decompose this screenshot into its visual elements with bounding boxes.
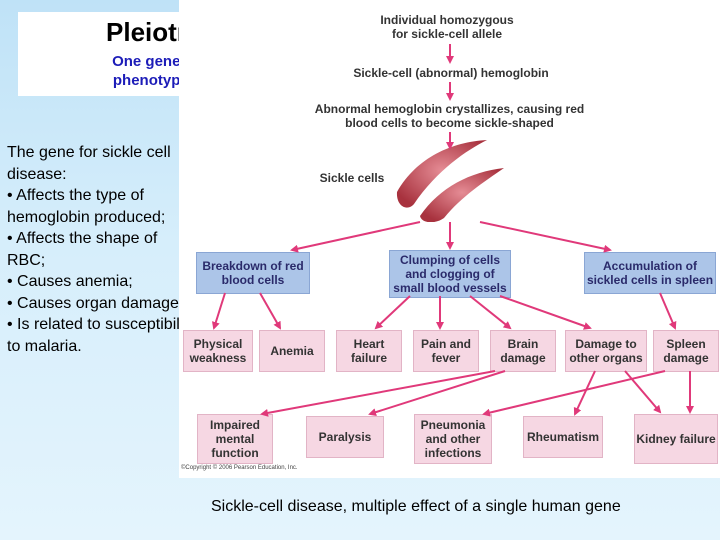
box-pneumonia: Pneumonia and other infections [414, 414, 492, 464]
bullet-organ-damage: • Causes organ damage; [7, 294, 184, 312]
box-breakdown-rbc: Breakdown of red blood cells [196, 252, 310, 294]
bullet-shape: • Affects the shape of RBC; [7, 230, 158, 269]
bullet-malaria: • Is related to susceptibility to malari… [7, 316, 196, 355]
step-crystallizes: Abnormal hemoglobin crystallizes, causin… [314, 102, 585, 130]
box-rheumatism: Rheumatism [523, 416, 603, 458]
box-anemia: Anemia [259, 330, 325, 372]
body-intro: The gene for sickle cell disease: [7, 144, 171, 183]
box-damage-other-organs: Damage to other organs [565, 330, 647, 372]
box-clumping-cells: Clumping of cells and clogging of small … [389, 250, 511, 298]
box-heart-failure: Heart failure [336, 330, 402, 372]
step-homozygous: Individual homozygous for sickle-cell al… [380, 13, 514, 41]
box-spleen-damage: Spleen damage [653, 330, 719, 372]
step-hemoglobin: Sickle-cell (abnormal) hemoglobin [353, 66, 549, 80]
box-brain-damage: Brain damage [490, 330, 556, 372]
caption: Sickle-cell disease, multiple effect of … [211, 498, 621, 515]
sickle-cell-1 [396, 140, 487, 208]
box-pain-fever: Pain and fever [413, 330, 479, 372]
sickle-cell-illustration [396, 140, 504, 222]
box-accumulation-spleen: Accumulation of sickled cells in spleen [584, 252, 716, 294]
bullet-anemia: • Causes anemia; [7, 273, 133, 290]
box-paralysis: Paralysis [306, 416, 384, 458]
sickle-cell-2 [420, 168, 504, 222]
body-text: The gene for sickle cell disease: • Affe… [7, 142, 197, 357]
step-sickle-cells: Sickle cells [319, 171, 385, 185]
box-physical-weakness: Physical weakness [183, 330, 253, 372]
copyright-notice: ©Copyright © 2006 Pearson Education, Inc… [181, 465, 298, 471]
box-kidney-failure: Kidney failure [634, 414, 718, 464]
bullet-hemoglobin: • Affects the type of hemoglobin produce… [7, 187, 166, 226]
box-impaired-mental: Impaired mental function [197, 414, 273, 464]
